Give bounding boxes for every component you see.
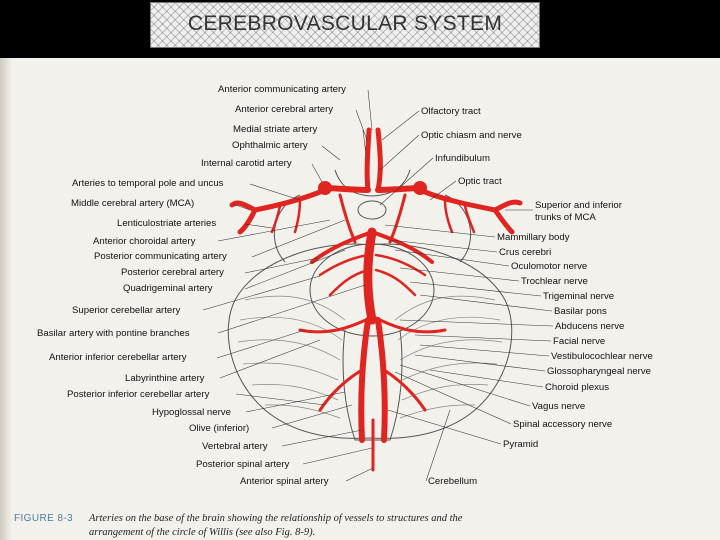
right-mca [422,189,523,235]
textbook-page [0,58,720,540]
infundibulum-outline [357,200,387,220]
label-medial-striate-artery: Medial striate artery [233,124,317,135]
label-internal-carotid-artery: Internal carotid artery [201,158,292,169]
label-basilar-artery: Basilar artery with pontine branches [37,328,190,339]
title-box: CEREBROVASCULAR SYSTEM [150,2,540,48]
right-lenticulostriate [443,198,476,234]
left-cerebellum-outline [227,243,371,439]
title-bar: CEREBROVASCULAR SYSTEM [0,0,720,58]
label-choroid-plexus: Choroid plexus [545,382,609,393]
label-anterior-choroidal-artery: Anterior choroidal artery [93,236,196,247]
label-crus-cerebri: Crus cerebri [499,247,551,258]
page-edge-shadow [0,58,12,540]
basilar-artery [363,227,377,325]
label-pica: Posterior inferior cerebellar artery [67,389,210,400]
right-cerebellum-outline [369,243,513,439]
label-cerebellum: Cerebellum [428,476,477,487]
caption-line-1: Arteries on the base of the brain showin… [88,513,463,524]
label-olfactory-tract: Olfactory tract [421,106,481,117]
label-basilar-pons: Basilar pons [554,306,607,317]
caption-line-2: arrangement of the circle of Willis (see… [89,527,315,538]
left-mca [229,189,323,235]
label-anterior-communicating-artery: Anterior communicating artery [218,84,346,95]
label-pyramid: Pyramid [503,439,538,450]
label-anterior-spinal-artery: Anterior spinal artery [240,476,329,487]
label-posterior-spinal-artery: Posterior spinal artery [196,459,290,470]
left-labels: Anterior communicating artery Anterior c… [37,84,346,487]
label-trunks-of-mca: trunks of MCA [535,212,596,223]
label-oculomotor-nerve: Oculomotor nerve [511,261,587,272]
vertebral-arteries [358,317,388,443]
carotid-branches [322,185,423,193]
label-abducens-nerve: Abducens nerve [555,321,624,332]
label-middle-cerebral-artery: Middle cerebral artery (MCA) [71,198,194,209]
label-trochlear-nerve: Trochlear nerve [521,276,588,287]
label-spinal-accessory-nerve: Spinal accessory nerve [513,419,612,430]
label-facial-nerve: Facial nerve [553,336,605,347]
label-olive: Olive (inferior) [189,423,249,434]
label-aica: Anterior inferior cerebellar artery [49,352,187,363]
label-trigeminal-nerve: Trigeminal nerve [543,291,614,302]
label-superior-cerebellar-artery: Superior cerebellar artery [72,305,180,316]
label-quadrigeminal-artery: Quadrigeminal artery [123,283,213,294]
figure-caption: FIGURE 8-3 Arteries on the base of the b… [14,513,463,538]
label-mammillary-body: Mammillary body [497,232,570,243]
label-vagus-nerve: Vagus nerve [532,401,585,412]
slide-title: CEREBROVASCULAR SYSTEM [187,12,503,35]
label-lenticulostriate-arteries: Lenticulostriate arteries [117,218,216,229]
label-glossopharyngeal-nerve: Glossopharyngeal nerve [547,366,651,377]
left-lenticulostriate [270,198,302,234]
right-folia [394,295,503,419]
label-anterior-cerebral-artery: Anterior cerebral artery [235,104,333,115]
leader-lines [202,89,554,482]
label-posterior-communicating-artery: Posterior communicating artery [94,251,227,262]
aica [298,316,447,334]
label-superior-inferior: Superior and inferior [535,200,623,211]
pica [318,368,427,412]
label-optic-tract: Optic tract [458,176,502,187]
figure-number: FIGURE 8-3 [14,513,73,524]
right-labels: Olfactory tract Optic chiasm and nerve I… [421,106,653,487]
label-infundibulum: Infundibulum [435,153,490,164]
label-vestibulocochlear-nerve: Vestibulocochlear nerve [551,351,653,362]
label-labyrinthine-artery: Labyrinthine artery [125,373,205,384]
label-hypoglossal-nerve: Hypoglossal nerve [152,407,231,418]
label-ophthalmic-artery: Ophthalmic artery [232,140,308,151]
chiasm-outline [334,169,411,197]
pontine-branches [318,253,427,297]
left-folia [237,295,346,419]
anterior-cerebral-arteries [364,127,383,193]
label-arteries-to-temporal-pole: Arteries to temporal pole and uncus [72,178,224,189]
label-posterior-cerebral-artery: Posterior cerebral artery [121,267,224,278]
label-vertebral-artery: Vertebral artery [202,441,268,452]
label-optic-chiasm: Optic chiasm and nerve [421,130,522,141]
